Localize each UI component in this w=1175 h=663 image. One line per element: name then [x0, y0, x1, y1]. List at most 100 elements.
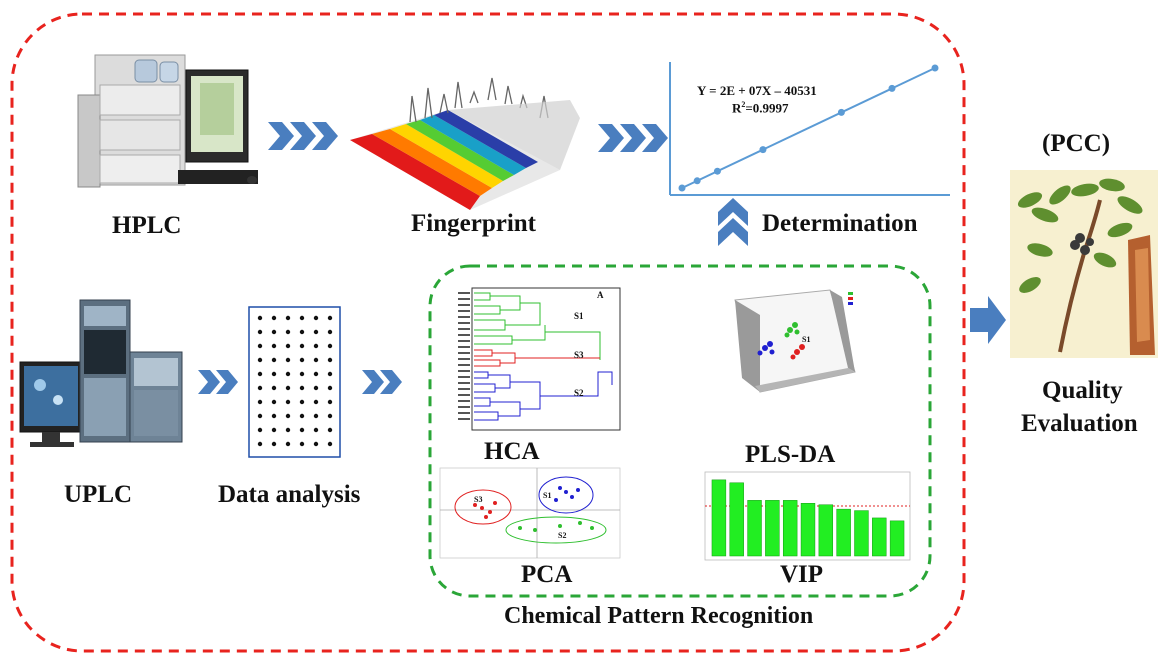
- vip-bar: [889, 520, 905, 557]
- matrix-dot: [327, 357, 333, 363]
- to-quality-arrow-icon: [970, 296, 1006, 344]
- matrix-dot: [271, 343, 277, 349]
- matrix-dot: [327, 441, 333, 447]
- hca-leaf-label: [458, 406, 470, 408]
- pattern-recognition-frame: [428, 264, 932, 598]
- matrix-dot: [257, 385, 263, 391]
- matrix-dot: [313, 329, 319, 335]
- hca-leaf-label: [458, 304, 470, 306]
- matrix-dot: [257, 441, 263, 447]
- vip-bar: [854, 510, 869, 557]
- matrix-dot: [313, 413, 319, 419]
- matrix-dot: [299, 315, 305, 321]
- hca-leaf-label: [458, 340, 470, 342]
- plsda-s1: S1: [802, 335, 811, 344]
- matrix-dot: [285, 441, 291, 447]
- calib-point: [678, 184, 686, 192]
- matrix-dot: [257, 427, 263, 433]
- matrix-dot: [313, 441, 319, 447]
- matrix-dot: [313, 399, 319, 405]
- hca-leaf-label: [458, 310, 470, 312]
- pca-s1: S1: [543, 491, 552, 500]
- vip-bar: [818, 504, 834, 557]
- matrix-dot: [271, 385, 277, 391]
- hca-s3: S3: [574, 350, 584, 360]
- matrix-dot: [313, 357, 319, 363]
- hca-s2: S2: [574, 388, 584, 398]
- calib-point: [693, 177, 701, 185]
- matrix-dot: [271, 427, 277, 433]
- calib-point: [837, 108, 845, 116]
- up-chevron-arrow-icon: [718, 198, 748, 246]
- hca-leaf-label: [458, 382, 470, 384]
- matrix-dot: [257, 357, 263, 363]
- hca-leaf-label: [458, 346, 470, 348]
- fingerprint-label: Fingerprint: [411, 210, 536, 237]
- matrix-dot: [327, 385, 333, 391]
- matrix-dot: [299, 371, 305, 377]
- hca-leaf-label: [458, 388, 470, 390]
- hca-leaf-label: [458, 352, 470, 354]
- vip-bar: [872, 517, 887, 557]
- matrix-dot: [299, 399, 305, 405]
- matrix-dot: [257, 315, 263, 321]
- matrix-dot: [299, 329, 305, 335]
- matrix-dot: [285, 371, 291, 377]
- matrix-dot: [285, 329, 291, 335]
- matrix-dot: [285, 315, 291, 321]
- vip-label: VIP: [780, 561, 824, 588]
- hca-leaf-label: [458, 358, 470, 360]
- regression-r2: R2=0.9997: [732, 100, 789, 116]
- evaluation-label: Evaluation: [1021, 410, 1138, 437]
- hca-tag: A: [597, 290, 604, 300]
- hca-leaf-label: [458, 400, 470, 402]
- matrix-dot: [271, 329, 277, 335]
- matrix-dot: [285, 427, 291, 433]
- uplc-to-data-arrow-icon: [198, 370, 238, 394]
- plsda-label: PLS-DA: [745, 441, 836, 468]
- calib-point: [931, 64, 939, 72]
- r2-value: =0.9997: [745, 100, 789, 116]
- matrix-dot: [271, 357, 277, 363]
- matrix-dot: [327, 413, 333, 419]
- quality-label: Quality: [1042, 377, 1123, 404]
- hca-leaf-label: [458, 418, 470, 420]
- matrix-dot: [299, 441, 305, 447]
- pca-label: PCA: [521, 561, 573, 588]
- calib-points: [678, 64, 939, 192]
- hca-leaf-label: [458, 412, 470, 414]
- matrix-dot: [257, 329, 263, 335]
- matrix-dot: [327, 399, 333, 405]
- matrix-dot: [257, 399, 263, 405]
- matrix-dot: [313, 371, 319, 377]
- pattern-recognition-label: Chemical Pattern Recognition: [504, 603, 814, 629]
- data-analysis-label: Data analysis: [218, 481, 361, 508]
- matrix-dot: [285, 399, 291, 405]
- calib-point: [759, 146, 767, 154]
- calib-point: [888, 84, 896, 92]
- vip-bar: [747, 500, 762, 557]
- hca-leaf-label: [458, 364, 470, 366]
- matrix-dot: [327, 427, 333, 433]
- matrix-dot: [327, 329, 333, 335]
- vip-bar: [729, 482, 744, 557]
- matrix-dot: [257, 413, 263, 419]
- vip-bar: [765, 500, 780, 557]
- hplc-label: HPLC: [112, 212, 182, 239]
- matrix-dot: [271, 315, 277, 321]
- hca-leaf-label: [458, 334, 470, 336]
- matrix-dot: [271, 371, 277, 377]
- hca-leaf-label: [458, 394, 470, 396]
- matrix-dot: [313, 315, 319, 321]
- hca-leaf-label: [458, 376, 470, 378]
- matrix-dot: [313, 427, 319, 433]
- determination-label: Determination: [762, 210, 918, 237]
- vip-bar: [800, 503, 816, 557]
